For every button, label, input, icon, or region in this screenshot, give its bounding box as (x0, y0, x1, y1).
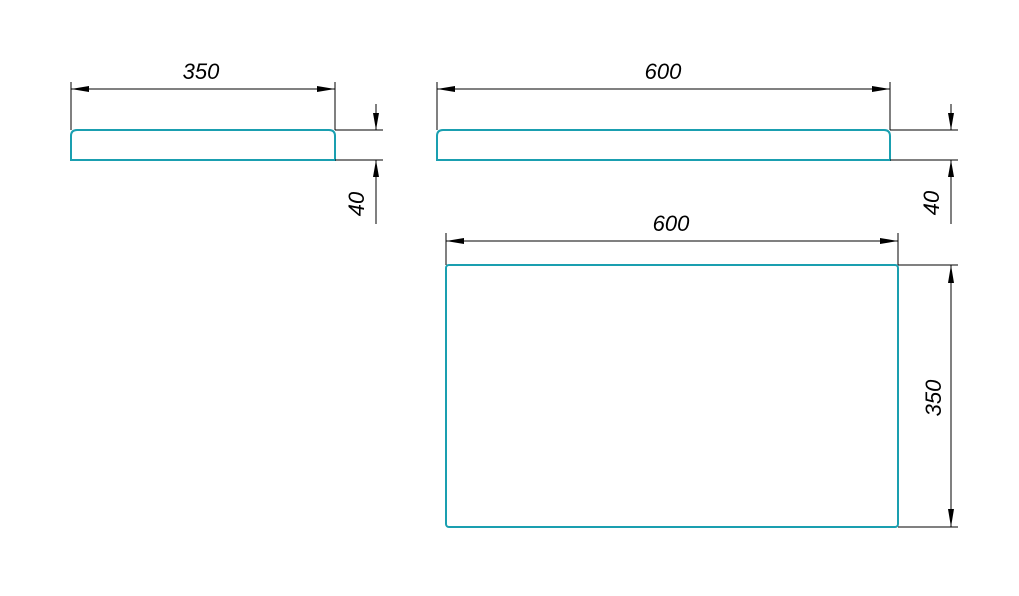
side-width-arrow-left (71, 86, 89, 92)
top-depth-label: 350 (921, 379, 946, 416)
top-depth-arrow-top (948, 265, 954, 283)
front-width-arrow-left (437, 86, 455, 92)
top-width-arrow-left (446, 238, 464, 244)
side-height-label: 40 (344, 191, 369, 216)
front-height-label: 40 (919, 190, 944, 215)
side-height-arrow-bottom (373, 160, 379, 177)
top-view-outline (445, 264, 899, 528)
front-view-outline (436, 129, 891, 161)
front-width-arrow-right (872, 86, 890, 92)
side-view-outline (70, 129, 336, 161)
top-width-arrow-right (880, 238, 898, 244)
top-depth-arrow-bottom (948, 509, 954, 527)
front-height-arrow-top (948, 113, 954, 130)
front-height-arrow-bottom (948, 160, 954, 177)
top-view: 600 350 (445, 211, 958, 528)
front-width-label: 600 (645, 59, 682, 84)
top-width-label: 600 (653, 211, 690, 236)
front-view: 600 40 (436, 59, 958, 224)
side-height-arrow-top (373, 113, 379, 130)
side-view: 350 40 (70, 59, 383, 224)
side-width-label: 350 (183, 59, 220, 84)
side-width-arrow-right (317, 86, 335, 92)
